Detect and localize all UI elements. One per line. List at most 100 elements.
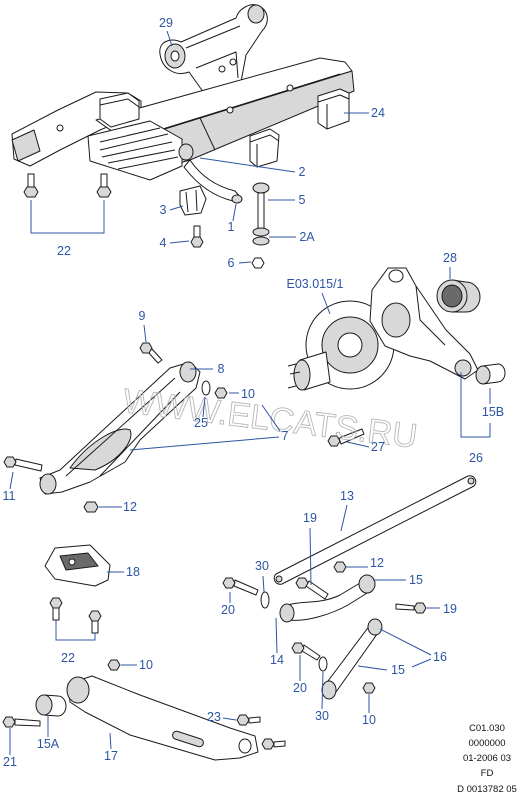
bolt-19-thread [305,580,329,600]
bolt-4 [190,225,204,248]
bolt-23-head [261,738,275,750]
callout-10-arm[interactable]: 10 [139,658,153,672]
callout-15a[interactable]: 15A [37,737,60,751]
callout-22-lower[interactable]: 22 [61,651,75,665]
bolt-thread [100,173,108,188]
crossmember-hole [226,106,234,114]
callout-19[interactable]: 19 [303,511,317,525]
callout-9[interactable]: 9 [139,309,146,323]
bolt-thread [14,458,43,472]
bushing-2a-upper [252,227,270,237]
bolt-21-head [2,716,16,728]
nut-10 [107,659,121,671]
callout-17[interactable]: 17 [104,749,118,763]
bolt-23-thread [273,740,286,748]
callout-5[interactable]: 5 [299,193,306,207]
leader-2 [199,157,296,173]
callout-2a[interactable]: 2A [299,230,315,244]
callout-27[interactable]: 27 [371,440,385,454]
callout-11[interactable]: 11 [3,489,16,503]
leader-lines [9,30,491,755]
callout-19-right[interactable]: 19 [443,602,457,616]
bracket-bushing-bore [170,50,180,62]
hub-studs [287,363,301,389]
callout-12[interactable]: 12 [123,500,137,514]
callout-15-lower[interactable]: 15 [391,663,405,677]
callout-20-lower[interactable]: 20 [293,681,307,695]
callout-13[interactable]: 13 [340,489,354,503]
crossmember-mount-center-edge [249,134,280,167]
bolt-head [327,435,341,447]
callout-4[interactable]: 4 [160,236,167,250]
callout-24[interactable]: 24 [371,106,385,120]
link-bolt-shank [257,187,265,231]
nut-6 [251,257,265,269]
callout-10[interactable]: 10 [241,387,255,401]
callout-12-upper[interactable]: 12 [370,556,384,570]
leader-9 [143,324,147,343]
callout-18[interactable]: 18 [126,565,140,579]
leader-17 [109,732,112,750]
leader-22-lower [55,620,96,641]
callout-2[interactable]: 2 [299,165,306,179]
crossmember-left-end [11,129,41,162]
trailing-arm-end-eye [238,738,252,754]
callout-7[interactable]: 7 [282,429,289,443]
link-bolt-head [252,182,270,194]
knuckle-lower-eye [454,359,472,377]
callout-16[interactable]: 16 [433,650,447,664]
callout-14[interactable]: 14 [270,653,284,667]
bolt-head [23,186,39,198]
clamp-slot [185,189,198,213]
leader-7 [129,404,281,451]
leader-30-upper [262,575,265,593]
callout-15-upper[interactable]: 15 [409,573,423,587]
drawing-date: 01-2006 03 [463,753,511,764]
callout-20-upper[interactable]: 20 [221,603,235,617]
callout-1[interactable]: 1 [228,220,235,234]
leader-3 [169,205,184,211]
trailing-arm-eye [66,676,90,704]
callout-8[interactable]: 8 [218,362,225,376]
callout-22[interactable]: 22 [57,244,71,258]
callout-10-lower[interactable]: 10 [362,713,376,727]
callout-3[interactable]: 3 [160,203,167,217]
nut-10 [362,682,376,694]
stabilizer-clamp [179,185,207,216]
callout-29[interactable]: 29 [159,16,173,30]
bolt-head [190,236,204,248]
callout-25[interactable]: 25 [194,416,208,430]
leader-19-top [309,527,312,586]
callout-e03-015-1[interactable]: E03.015/1 [287,277,344,291]
arm-rib [65,377,181,477]
bracket-hole [229,58,237,66]
drawing-brand: FD [481,768,494,779]
tie-rod [273,475,477,585]
callout-26[interactable]: 26 [469,451,483,465]
callout-21[interactable]: 21 [3,755,17,769]
rod-body [273,475,477,585]
drawing-variant: 0000000 [469,738,506,749]
callout-30-upper[interactable]: 30 [255,559,269,573]
callout-15b[interactable]: 15B [482,405,504,419]
trailing-arm [2,659,286,761]
leader-16 [379,628,432,668]
nut-12 [333,561,347,573]
bolt-thread [52,607,60,621]
lower-link-eye [367,618,383,636]
bolt-27 [327,428,365,447]
callout-28[interactable]: 28 [443,251,457,265]
callout-30-lower[interactable]: 30 [315,709,329,723]
bushing-face [475,365,491,385]
bracket-rib [185,25,241,79]
callout-6[interactable]: 6 [228,256,235,270]
callout-23[interactable]: 23 [207,710,221,724]
bracket-18-hole [68,558,76,566]
trailing-arm-body [67,675,259,761]
crossmember-mount-right-edge [317,94,350,129]
hub-cap [436,279,481,313]
drawing-number: D 0013782 05 [457,784,517,795]
leader-30-lower [321,671,324,710]
rear-crossmember [11,57,355,181]
washer-nut-25-10 [201,380,228,399]
